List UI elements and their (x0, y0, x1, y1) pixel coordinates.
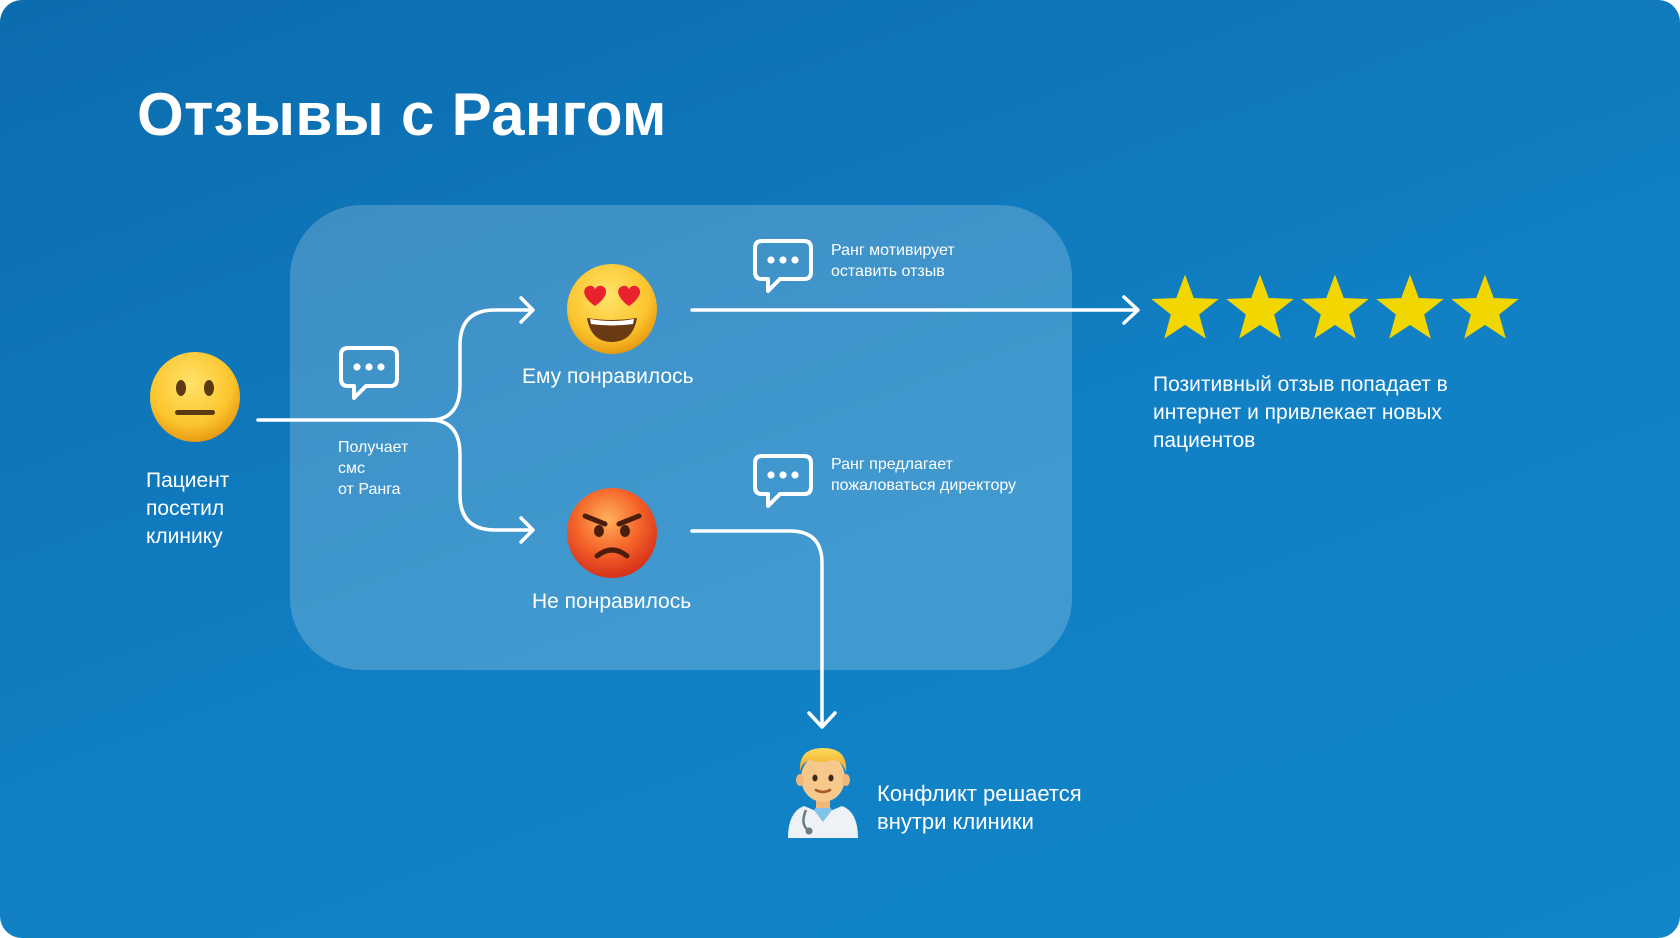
star-icon (1451, 275, 1519, 339)
positive-outcome-text-content: Позитивный отзыв попадает в интернет и п… (1153, 373, 1448, 452)
disliked-bubble-text: Ранг предлагает пожаловаться директору (831, 454, 1016, 496)
patient-label-text: Пациент посетил клинику (146, 469, 230, 548)
negative-outcome-text-content: Конфликт решается внутри клиники (877, 781, 1082, 834)
liked-speech-bubble-icon (753, 239, 813, 293)
heart-eyes-face-icon (567, 264, 657, 354)
sms-label-text: Получает смс от Ранга (338, 439, 409, 498)
slide-title: Отзывы с Рангом (137, 81, 667, 148)
negative-outcome-text: Конфликт решается внутри клиники (877, 780, 1082, 836)
connector-upper-branch (428, 308, 534, 422)
connector-lower-branch (428, 418, 534, 532)
disliked-bubble-text-content: Ранг предлагает пожаловаться директору (831, 456, 1017, 494)
angry-face-icon (567, 488, 657, 578)
star-rating (1151, 275, 1519, 339)
connector-to-doctor (690, 529, 824, 728)
sms-flow-panel (290, 205, 1072, 670)
star-icon (1151, 275, 1219, 339)
star-icon (1301, 275, 1369, 339)
arrowhead-doctor (807, 711, 837, 729)
speech-bubble-icon (339, 346, 399, 400)
positive-outcome-text: Позитивный отзыв попадает в интернет и п… (1153, 371, 1448, 455)
patient-label: Пациент посетил клинику (146, 467, 229, 551)
liked-label: Ему понравилось (522, 365, 694, 388)
disliked-label: Не понравилось (532, 590, 692, 613)
arrowhead-stars (1122, 295, 1140, 325)
star-icon (1226, 275, 1294, 339)
disliked-speech-bubble-icon (753, 454, 813, 508)
neutral-face-icon (150, 352, 240, 442)
liked-bubble-text: Ранг мотивирует оставить отзыв (831, 240, 955, 282)
star-icon (1376, 275, 1444, 339)
doctor-icon (788, 748, 858, 838)
arrowhead-lower (519, 516, 535, 544)
sms-label: Получает смс от Ранга (338, 437, 408, 500)
arrowhead-upper (519, 296, 535, 324)
liked-bubble-text-content: Ранг мотивирует оставить отзыв (831, 242, 955, 280)
